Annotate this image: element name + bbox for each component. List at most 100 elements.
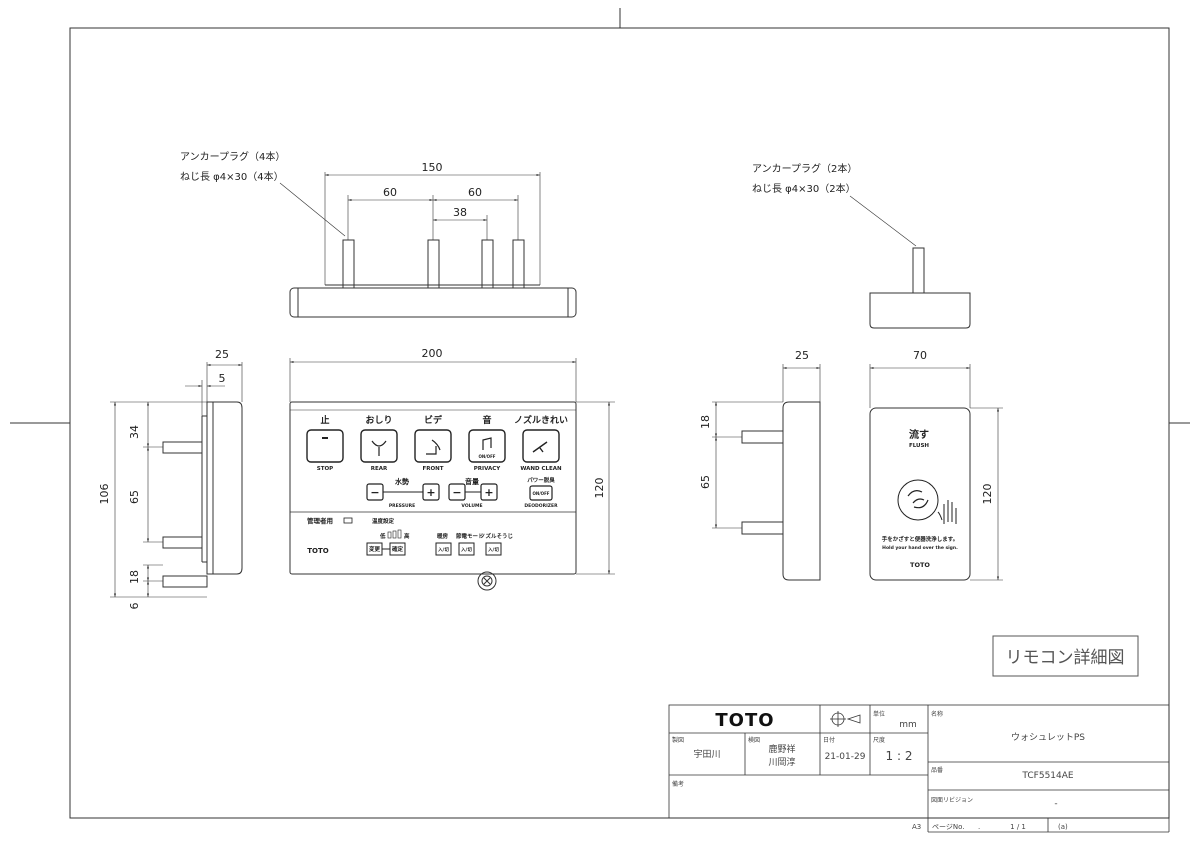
volume-label-jp: 音量	[465, 477, 479, 486]
nozzle-auto-label: ノズルそうじ	[480, 532, 513, 540]
hand-icon	[937, 500, 957, 524]
button-rear-en: REAR	[371, 466, 388, 472]
remote-logo: TOTO	[307, 547, 329, 555]
volume-plus: +	[484, 486, 493, 499]
heat-toggle-button[interactable]: 入/切	[435, 542, 452, 556]
date-value: 21-01-29	[825, 752, 866, 762]
flush-top-view	[849, 195, 971, 329]
checked-value-2: 川岡淳	[768, 756, 795, 768]
card-icon	[343, 517, 353, 524]
swirl-icon	[907, 490, 929, 509]
page-label: ページNo.	[932, 823, 964, 831]
volume-minus: −	[452, 486, 461, 499]
note-right-anchor-1: アンカープラグ（2本）	[752, 162, 857, 175]
dim-flush-width: 70	[913, 349, 927, 362]
dim-flush-depth: 25	[795, 349, 809, 362]
sheet-size: A3	[912, 823, 921, 831]
remote-side-view	[110, 362, 243, 598]
dim-front-height: 120	[593, 478, 606, 499]
name-value: ウォシュレットPS	[1011, 732, 1085, 743]
admin-label: 管理者用	[307, 516, 333, 525]
drawing-title-box	[992, 635, 1139, 677]
nozzle-auto-toggle-button[interactable]: 入/切	[485, 542, 502, 556]
drafted-value: 宇田川	[693, 748, 720, 760]
flush-instruction-jp: 手をかざすと便器洗浄します。	[882, 535, 958, 543]
volume-label-en: VOLUME	[461, 503, 482, 509]
button-privacy-jp: 音	[482, 414, 491, 426]
dim-side-34: 34	[128, 425, 141, 439]
dim-flush-height: 120	[981, 484, 994, 505]
checked-value-1: 鹿野祥	[768, 743, 795, 755]
temp-confirm: 確定	[392, 545, 404, 553]
revision-label: 図面リビジョン	[931, 796, 973, 804]
nozzle-icon	[532, 441, 548, 453]
drafted-label: 製図	[672, 736, 684, 744]
page-value: 1 / 1	[1010, 823, 1026, 831]
rear-wash-icon	[371, 440, 387, 456]
button-front-jp: ビデ	[424, 414, 443, 426]
temp-high: 高	[404, 532, 410, 540]
dim-top-inner: 38	[453, 206, 467, 219]
front-wash-icon	[426, 439, 441, 455]
temp-confirm-button[interactable]: 確定	[389, 542, 406, 556]
page-dot: .	[978, 823, 980, 831]
volume-plus-button[interactable]: +	[480, 483, 498, 501]
pressure-plus: +	[426, 486, 435, 499]
flush-front-view	[869, 364, 1003, 581]
remote-button-rear[interactable]: おしり REAR	[360, 415, 398, 472]
dim-top-spacing-right: 60	[468, 186, 482, 199]
note-left-anchor-2: ねじ長 φ4×30（4本）	[180, 170, 284, 183]
title-block	[668, 704, 1170, 833]
dim-side-6: 6	[128, 603, 141, 610]
button-privacy-en: PRIVACY	[474, 466, 501, 472]
remote-top-view	[279, 172, 577, 318]
music-note-icon	[482, 437, 492, 450]
remote-button-front[interactable]: ビデ FRONT	[414, 414, 452, 472]
pressure-minus-button[interactable]: −	[366, 483, 384, 501]
unit-value: mm	[899, 720, 917, 730]
title-logo: TOTO	[715, 710, 774, 731]
temp-change: 変更	[369, 545, 381, 553]
remote-button-privacy[interactable]: 音 ON/OFF PRIVACY	[468, 414, 506, 472]
name-label: 名称	[931, 710, 943, 718]
button-rear-jp: おしり	[365, 415, 392, 426]
flush-label-jp: 流す	[909, 428, 929, 441]
eco-onoff: 入/切	[460, 546, 472, 553]
dim-side-65: 65	[128, 490, 141, 504]
part-label: 品番	[931, 767, 943, 774]
note-left-anchor-1: アンカープラグ（4本）	[180, 150, 285, 163]
revision-value: -	[1054, 799, 1057, 809]
dim-top-spacing-left: 60	[383, 186, 397, 199]
flush-side-view	[712, 364, 821, 581]
temp-change-button[interactable]: 変更	[366, 542, 383, 556]
volume-minus-button[interactable]: −	[448, 483, 466, 501]
note-right-anchor-2: ねじ長 φ4×30（2本）	[752, 182, 856, 195]
flush-instruction-en: Hold your hand over the sign.	[882, 545, 958, 551]
dim-side-18: 18	[128, 570, 141, 584]
remote-button-wand-clean[interactable]: ノズルきれい WAND CLEAN	[514, 414, 568, 472]
dim-flush-18: 18	[699, 415, 712, 429]
deodorizer-onoff: ON/OFF	[532, 491, 549, 496]
deodorizer-button[interactable]: ON/OFF	[529, 485, 553, 501]
remote-button-stop[interactable]: 止 STOP	[306, 414, 344, 472]
eco-toggle-button[interactable]: 入/切	[458, 542, 475, 556]
dim-flush-65: 65	[699, 475, 712, 489]
temp-setting-label: 温度設定	[372, 517, 395, 525]
dim-side-flange: 5	[219, 372, 226, 385]
stop-icon	[322, 437, 328, 439]
button-wand-jp: ノズルきれい	[514, 414, 568, 426]
dim-top-width: 150	[422, 161, 443, 174]
drawing-border	[69, 27, 1170, 819]
pressure-plus-button[interactable]: +	[422, 483, 440, 501]
date-label: 日付	[823, 736, 835, 744]
unit-label: 単位	[873, 710, 885, 718]
nozzle-onoff: 入/切	[487, 546, 499, 553]
privacy-onoff: ON/OFF	[478, 454, 495, 459]
scale-label: 尺度	[873, 736, 885, 744]
pressure-label-jp: 水勢	[395, 477, 409, 486]
flush-sensor[interactable]	[897, 479, 939, 521]
deodorizer-label-jp: パワー脱臭	[527, 476, 555, 484]
pressure-label-en: PRESSURE	[389, 503, 415, 509]
flush-label-en: FLUSH	[909, 443, 929, 449]
